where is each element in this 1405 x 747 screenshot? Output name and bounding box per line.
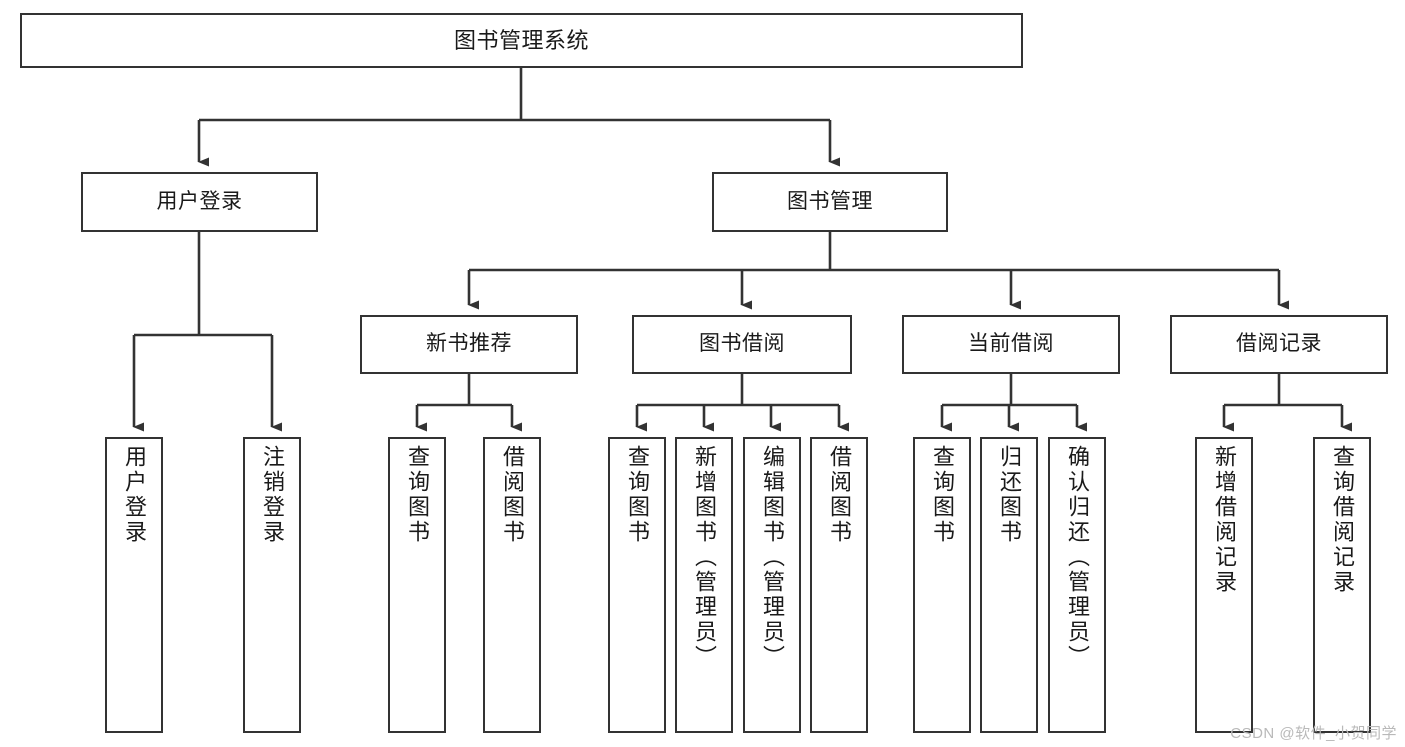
node-leaf-add-record-label: 新增借阅记录 <box>1212 445 1237 595</box>
node-leaf-borrow-book-1[interactable]: 借阅图书 <box>483 437 541 733</box>
node-leaf-confirm-return-label: 确认归还（管理员） <box>1065 445 1090 670</box>
node-book-manage[interactable]: 图书管理 <box>712 172 948 232</box>
node-user-login-label: 用户登录 <box>156 189 243 213</box>
node-borrow-record-label: 借阅记录 <box>1236 332 1322 356</box>
node-leaf-edit-book-label: 编辑图书（管理员） <box>760 445 785 670</box>
node-leaf-add-book-label: 新增图书（管理员） <box>692 445 717 670</box>
node-leaf-query-book-3-label: 查询图书 <box>930 445 955 545</box>
node-leaf-borrow-book-1-label: 借阅图书 <box>500 445 525 545</box>
node-book-manage-label: 图书管理 <box>787 189 873 213</box>
node-leaf-borrow-book-2[interactable]: 借阅图书 <box>810 437 868 733</box>
node-book-borrow-label: 图书借阅 <box>699 332 785 356</box>
node-leaf-query-book-3[interactable]: 查询图书 <box>913 437 971 733</box>
node-leaf-confirm-return[interactable]: 确认归还（管理员） <box>1048 437 1106 733</box>
node-book-borrow[interactable]: 图书借阅 <box>632 315 852 374</box>
watermark: CSDN @软件_小贺同学 <box>1230 725 1397 742</box>
node-leaf-return-book[interactable]: 归还图书 <box>980 437 1038 733</box>
node-current-borrow-label: 当前借阅 <box>968 332 1054 356</box>
node-leaf-borrow-book-2-label: 借阅图书 <box>827 445 852 545</box>
node-leaf-edit-book[interactable]: 编辑图书（管理员） <box>743 437 801 733</box>
node-leaf-add-record[interactable]: 新增借阅记录 <box>1195 437 1253 733</box>
node-user-login[interactable]: 用户登录 <box>81 172 318 232</box>
node-leaf-user-login[interactable]: 用户登录 <box>105 437 163 733</box>
node-leaf-query-book-2[interactable]: 查询图书 <box>608 437 666 733</box>
node-leaf-query-record-label: 查询借阅记录 <box>1330 445 1355 595</box>
node-borrow-record[interactable]: 借阅记录 <box>1170 315 1388 374</box>
node-root-label: 图书管理系统 <box>453 27 589 53</box>
node-leaf-logout[interactable]: 注销登录 <box>243 437 301 733</box>
node-leaf-logout-label: 注销登录 <box>260 445 285 545</box>
node-leaf-query-record[interactable]: 查询借阅记录 <box>1313 437 1371 733</box>
node-leaf-query-book-2-label: 查询图书 <box>625 445 650 545</box>
node-root[interactable]: 图书管理系统 <box>20 13 1023 68</box>
node-leaf-return-book-label: 归还图书 <box>997 445 1022 545</box>
node-new-book-rec-label: 新书推荐 <box>426 332 512 356</box>
node-leaf-user-login-label: 用户登录 <box>122 445 147 545</box>
node-leaf-add-book[interactable]: 新增图书（管理员） <box>675 437 733 733</box>
node-leaf-query-book-1-label: 查询图书 <box>405 445 430 545</box>
node-current-borrow[interactable]: 当前借阅 <box>902 315 1120 374</box>
node-new-book-rec[interactable]: 新书推荐 <box>360 315 578 374</box>
node-leaf-query-book-1[interactable]: 查询图书 <box>388 437 446 733</box>
